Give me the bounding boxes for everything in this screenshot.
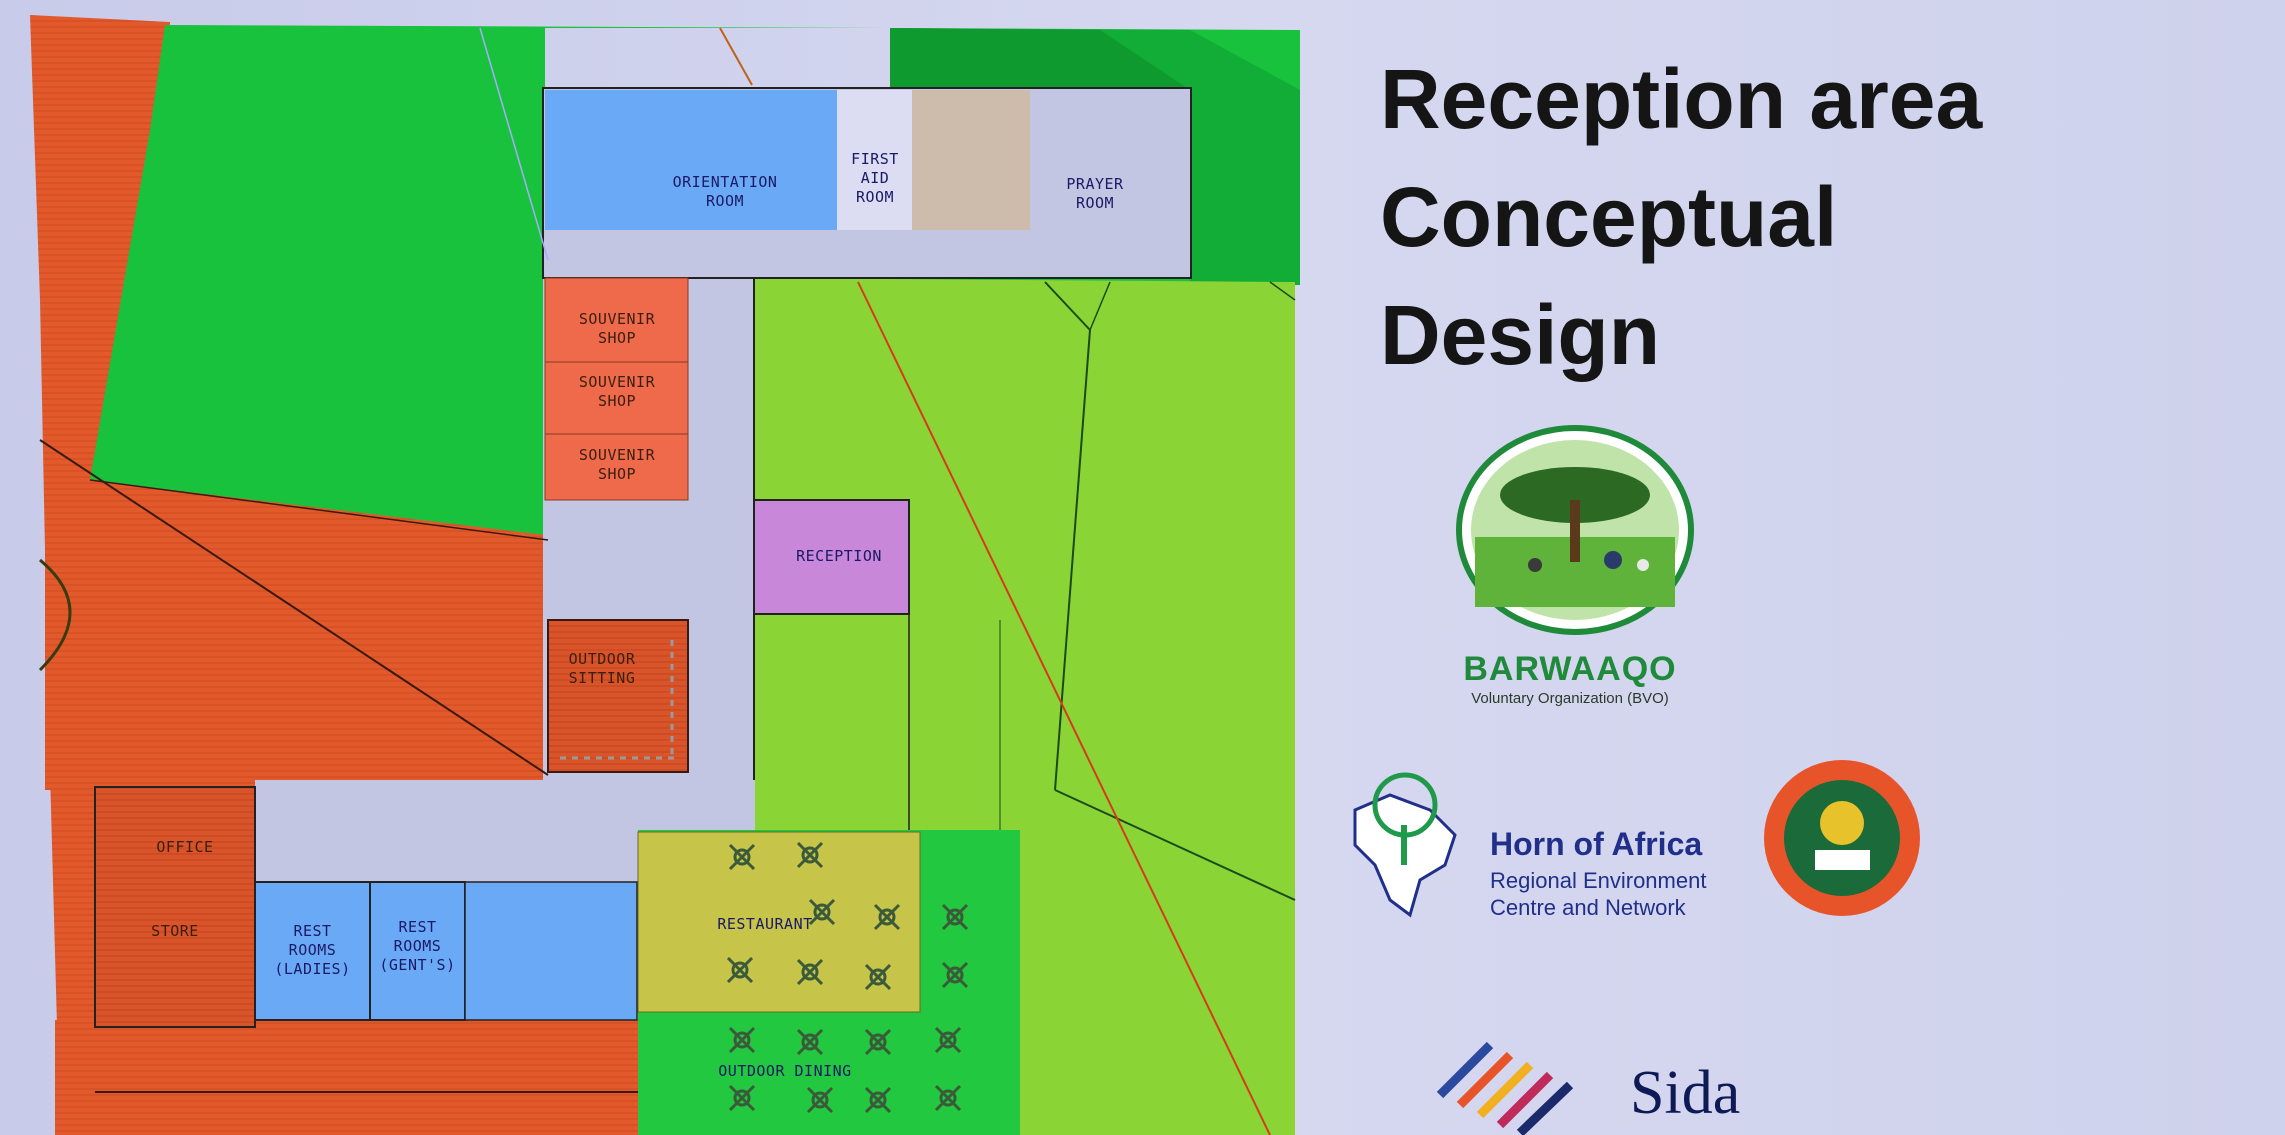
label-outdoor-sitting: OUTDOOR SITTING [568,650,636,687]
storage-room [912,90,1030,230]
barwaaqo-name: BARWAAQO [1463,650,1677,688]
site-plan [30,15,1300,1135]
rest-rooms-ladies [254,881,371,1021]
rest-rooms-gents [369,881,466,1021]
label-souvenir-shop-1: SOUVENIR SHOP [578,310,656,347]
label-rest-rooms-ladies: REST ROOMS (LADIES) [274,922,351,978]
label-rest-rooms-gents: REST ROOMS (GENT'S) [379,918,456,974]
sida-logo-icon [1436,1041,1574,1135]
first-aid-room [837,90,912,230]
office-store-block [94,786,256,1028]
label-restaurant: RESTAURANT [717,915,813,933]
label-first-aid-room: FIRST AID ROOM [851,150,899,206]
souvenir-shop-1 [544,277,689,363]
prayer-room [1030,90,1190,230]
label-souvenir-shop-3: SOUVENIR SHOP [578,446,656,483]
orange-bottom [55,1020,640,1135]
outdoor-sitting [547,619,689,773]
label-store: STORE [151,922,199,940]
label-outdoor-dining: OUTDOOR DINING [718,1062,852,1080]
label-orientation-room: ORIENTATION ROOM [672,173,778,210]
barwaaqo-subtitle: Voluntary Organization (BVO) [1471,690,1669,707]
dark-green-strip [890,28,1300,285]
souvenir-shop-2 [544,361,689,435]
label-souvenir-shop-2: SOUVENIR SHOP [578,373,656,410]
slide-title: Reception area Conceptual Design [1380,52,1983,382]
barwaaqo-logo-icon [1456,425,1694,635]
hoa-name: Horn of Africa [1490,826,1703,862]
horn-of-africa-logo-icon [1353,772,1457,918]
dining-tables [726,841,969,1114]
reception-room [753,499,910,615]
label-office: OFFICE [156,838,214,856]
label-reception: RECEPTION [796,547,882,565]
souvenir-shop-3 [544,433,689,501]
hoa-subtitle-2: Centre and Network [1490,895,1686,920]
label-prayer-room: PRAYER ROOM [1066,175,1124,212]
university-seal-icon [1764,760,1920,916]
blue-annex [464,881,638,1021]
sida-name: Sida [1630,1059,1741,1127]
orientation-room [545,90,837,230]
hoa-subtitle-1: Regional Environment [1490,868,1707,893]
